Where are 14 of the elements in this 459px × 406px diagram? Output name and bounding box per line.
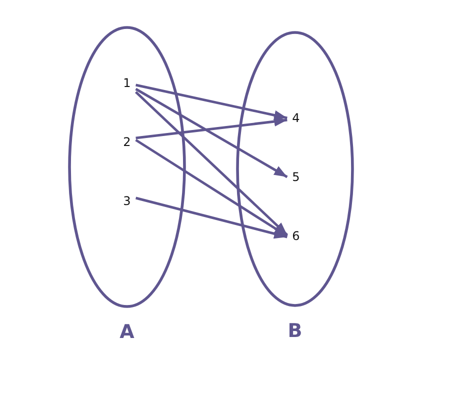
element-label: 4 bbox=[287, 110, 305, 126]
element-label: 1 bbox=[118, 76, 136, 90]
set-label: A bbox=[118, 321, 136, 343]
element-label: 2 bbox=[118, 134, 136, 150]
set-label: B bbox=[286, 320, 304, 342]
arrow bbox=[136, 84, 288, 120]
arrow bbox=[135, 138, 288, 238]
element-label: 3 bbox=[118, 194, 136, 208]
element-label: 5 bbox=[287, 170, 305, 184]
arrow bbox=[134, 91, 288, 236]
arrow bbox=[135, 88, 288, 178]
element-label: 6 bbox=[287, 228, 305, 244]
arrow bbox=[136, 196, 288, 239]
arrow bbox=[136, 116, 288, 140]
